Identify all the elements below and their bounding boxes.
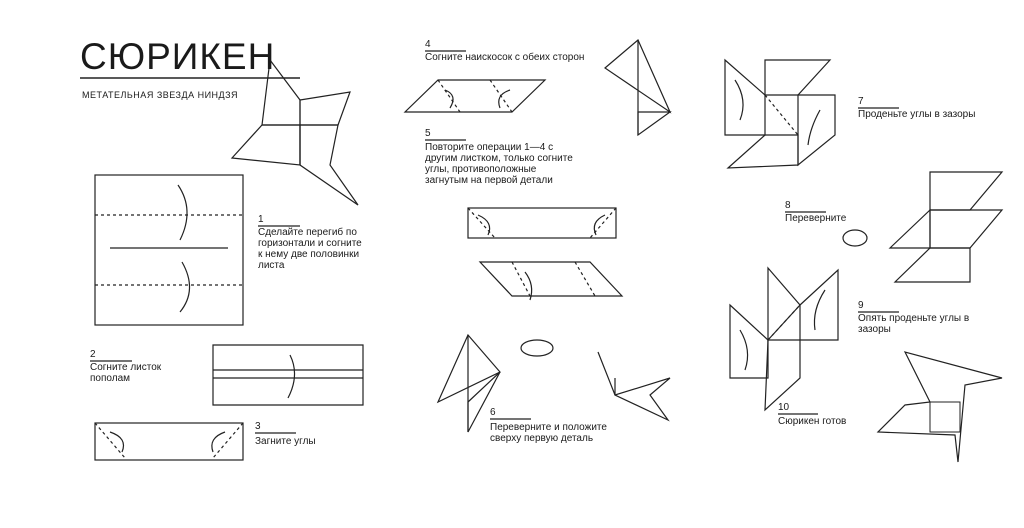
step10-drawing [876,351,1003,463]
step9-drawing [729,266,839,412]
step6-text: Переверните и положите сверху первую дет… [490,422,607,444]
step10-number: 10 [778,402,790,413]
page-subtitle: МЕТАТЕЛЬНАЯ ЗВЕЗДА НИНДЗЯ [82,90,238,100]
step3-number: 3 [255,421,261,432]
step1-text: Сделайте перегиб по горизонтали и согнит… [258,227,362,271]
step1-number: 1 [258,214,264,225]
step9-text: Опять проденьте углы в зазоры [858,313,970,335]
step2-number: 2 [90,349,96,360]
page-title: СЮРИКЕН [80,36,276,77]
step7-drawing [724,58,836,169]
step3-drawing [94,422,244,461]
step2-drawing [212,344,364,406]
step7-number: 7 [858,96,864,107]
step4-number: 4 [425,39,431,50]
step8-number: 8 [785,200,791,211]
step5-text: Повторите операции 1—4 с другим листком,… [425,142,573,186]
step8-text: Переверните [785,213,847,224]
step5-drawing [467,207,624,301]
step7-text: Проденьте углы в зазоры [858,109,976,120]
step1-drawing [94,174,244,326]
step4-text: Согните наискосок с обеих сторон [425,52,585,63]
step9-number: 9 [858,300,864,311]
step5-number: 5 [425,128,431,139]
hero-shuriken-drawing [230,58,359,206]
step2-text: Согните листок пополам [90,362,162,384]
step4-drawing [403,39,672,137]
step8-drawing [842,171,1004,283]
step6-drawing [436,333,671,433]
step10-text: Сюрикен готов [778,416,847,427]
step3-text: Загните углы [255,436,316,447]
step6-number: 6 [490,407,496,418]
